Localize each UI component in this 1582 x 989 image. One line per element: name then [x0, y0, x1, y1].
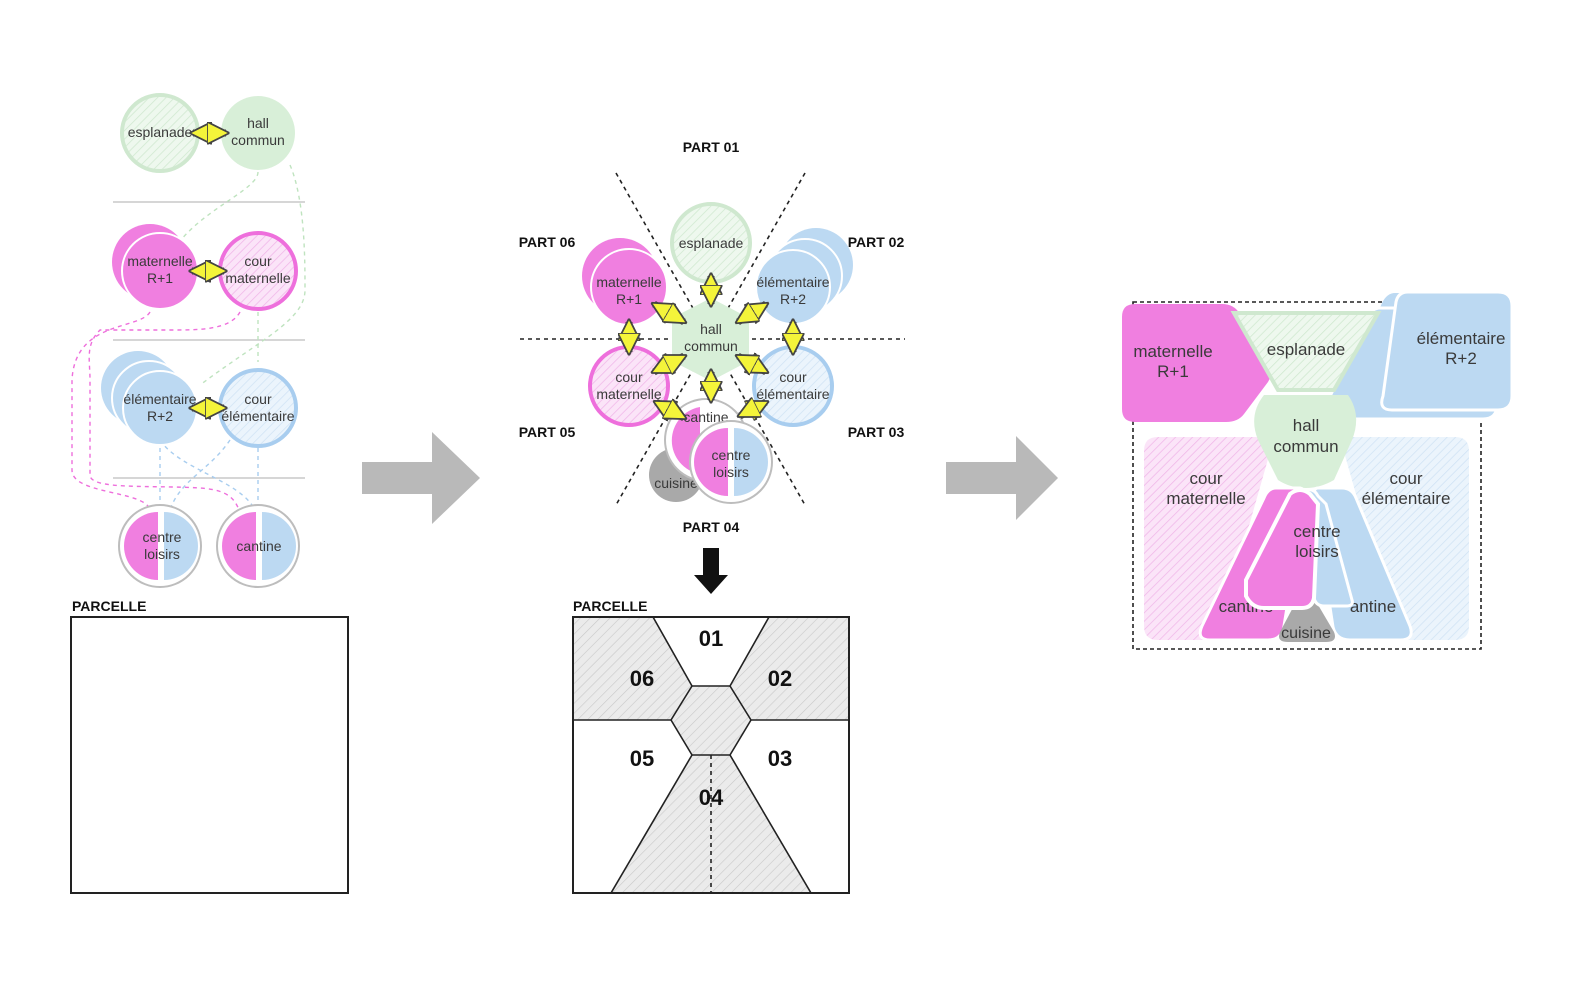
connector-lines: [71, 164, 306, 513]
elementaire-label: R+2: [780, 291, 806, 307]
cour-maternelle-label: maternelle: [596, 386, 662, 402]
part04-label: PART 04: [683, 519, 740, 535]
cour-elementaire-label: élémentaire: [221, 408, 294, 424]
zone-06-label: 06: [630, 666, 654, 691]
centre-loisirs-label: centre: [1293, 522, 1340, 541]
maternelle-label: R+1: [1157, 362, 1189, 381]
cantine-label: cantine: [236, 538, 281, 554]
cour-elementaire-label: élémentaire: [756, 386, 829, 402]
centre-loisirs-pink-shape: [1244, 488, 1321, 610]
cantine-label: cantine: [683, 409, 728, 425]
part02-label: PART 02: [848, 234, 905, 250]
zone-02-label: 02: [768, 666, 792, 691]
zone-05-label: 05: [630, 746, 654, 771]
zoned-parcelle: 01 02 03 04 05 06: [572, 616, 850, 894]
elementaire-label: élémentaire: [756, 274, 829, 290]
esplanade-label: esplanade: [1267, 340, 1345, 359]
right-diagram: cour maternelle cour élémentaire élément…: [1122, 290, 1514, 650]
part03-label: PART 03: [848, 424, 905, 440]
zone-06: [573, 617, 692, 720]
zone-04-label: 04: [699, 785, 724, 810]
centre-loisirs-label: loisirs: [1295, 542, 1338, 561]
part05-label: PART 05: [519, 424, 576, 440]
esplanade-label: esplanade: [128, 124, 193, 140]
middle-diagram: PART 01 PART 02 PART 03 PART 04 PART 05 …: [519, 139, 905, 894]
centre-loisirs-blue-half: [164, 512, 198, 580]
cour-maternelle-label: cour: [244, 253, 272, 269]
hall-label: hall: [700, 321, 722, 337]
elementaire-label: R+2: [147, 408, 173, 424]
hall-label: hall: [1293, 416, 1319, 435]
flow-arrow-down: [694, 548, 728, 594]
cour-maternelle-zone: [1144, 437, 1272, 640]
maternelle-label: maternelle: [1133, 342, 1212, 361]
cour-elementaire-label: cour: [779, 369, 807, 385]
zone-03-label: 03: [768, 746, 792, 771]
hall-hexagon: [672, 298, 749, 381]
cour-elementaire-label: élémentaire: [1362, 489, 1451, 508]
elementaire-label: R+2: [1445, 349, 1477, 368]
hall-label: commun: [231, 132, 285, 148]
cour-maternelle-label: maternelle: [225, 270, 291, 286]
hall-label: commun: [1273, 437, 1338, 456]
centre-loisirs-label: centre: [143, 529, 182, 545]
maternelle-label: R+1: [147, 270, 173, 286]
hall-label: commun: [684, 338, 738, 354]
centre-loisirs-label: centre: [712, 447, 751, 463]
maternelle-shape: [1122, 304, 1271, 422]
cour-maternelle-label: cour: [615, 369, 643, 385]
hall-label: hall: [247, 115, 269, 131]
hall-shape: [1254, 395, 1357, 488]
flow-arrow-right: [946, 436, 1058, 520]
centre-loisirs-label: loisirs: [713, 464, 749, 480]
esplanade-shape: [1230, 311, 1382, 392]
centre-loisirs-label: loisirs: [144, 546, 180, 562]
cour-elementaire-label: cour: [244, 391, 272, 407]
cour-maternelle-label: maternelle: [1166, 489, 1245, 508]
elementaire-shape: [1380, 290, 1514, 412]
part01-label: PART 01: [683, 139, 740, 155]
link-arrows: [629, 276, 793, 418]
site-boundary: [1132, 301, 1482, 650]
parcelle-plot: [70, 616, 349, 894]
cuisine-label: cuisine: [654, 475, 698, 491]
cour-maternelle-label: cour: [1189, 469, 1222, 488]
hall-circle: [221, 96, 295, 170]
zone-hexagon: [671, 686, 751, 755]
flow-arrow-right: [362, 432, 480, 524]
centre-loisirs-pink-half: [124, 512, 158, 580]
cuisine-shape: [1279, 594, 1335, 642]
cantine-blue-half: [262, 512, 296, 580]
parcelle-label: PARCELLE: [72, 598, 146, 614]
zone-01-label: 01: [699, 626, 723, 651]
zone-04: [611, 755, 811, 893]
part06-label: PART 06: [519, 234, 576, 250]
elementaire-label: élémentaire: [123, 391, 196, 407]
parcelle-label: PARCELLE: [573, 598, 647, 614]
maternelle-label: maternelle: [596, 274, 662, 290]
maternelle-label: R+1: [616, 291, 642, 307]
cuisine-label: cuisine: [1281, 625, 1331, 642]
cantine-right-label: antine: [1350, 597, 1396, 616]
zone-02: [730, 617, 849, 720]
esplanade-label: esplanade: [679, 235, 744, 251]
maternelle-label: maternelle: [127, 253, 193, 269]
centre-loisirs-blue-half: [734, 428, 768, 496]
centre-loisirs-pink-half: [694, 428, 728, 496]
cour-elementaire-zone: [1343, 437, 1469, 640]
elementaire-label: élémentaire: [1417, 329, 1506, 348]
left-diagram: esplanade hall commun maternelle R+1 cou…: [70, 93, 349, 894]
cantine-pink-half: [222, 512, 256, 580]
cour-elementaire-label: cour: [1389, 469, 1422, 488]
